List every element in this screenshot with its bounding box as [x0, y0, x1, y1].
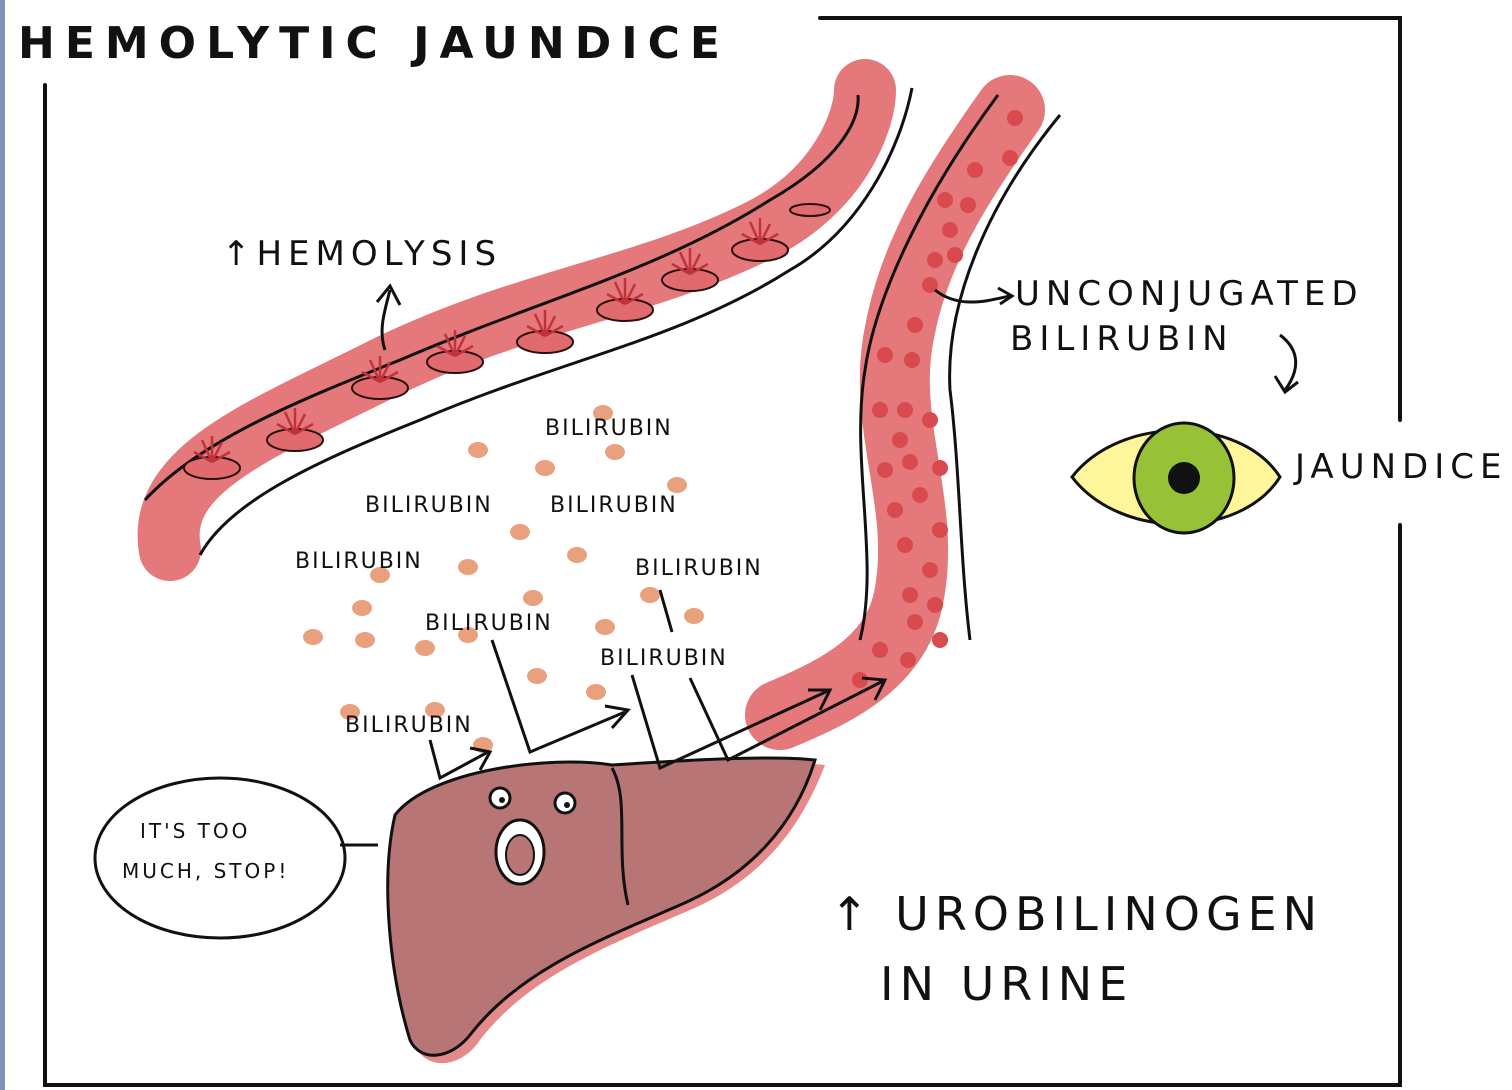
bilirubin-dot — [902, 454, 918, 470]
unconjugated-label-line1: UNCONJUGATED — [1015, 274, 1364, 314]
bilirubin-dot — [523, 590, 543, 606]
bilirubin-label: BILIRUBIN — [600, 646, 728, 671]
bilirubin-dot — [684, 608, 704, 624]
bilirubin-dot — [667, 477, 687, 493]
bilirubin-dot — [872, 402, 888, 418]
bilirubin-dot — [927, 252, 943, 268]
bilirubin-dot — [912, 487, 928, 503]
speech-bubble: IT'S TOO MUCH, STOP! — [95, 778, 378, 938]
bilirubin-dot — [927, 597, 943, 613]
bilirubin-dot — [922, 562, 938, 578]
bilirubin-dot — [1002, 150, 1018, 166]
bilirubin-dot — [942, 222, 958, 238]
hemolysis-label: ↑HEMOLYSIS — [222, 234, 502, 274]
urobilinogen-label-line2: IN URINE — [880, 957, 1133, 1011]
bilirubin-label: BILIRUBIN — [295, 549, 423, 574]
urobilinogen-label-line1: ↑ UROBILINOGEN — [830, 887, 1323, 941]
bilirubin-dot — [535, 460, 555, 476]
bilirubin-label: BILIRUBIN — [635, 556, 763, 581]
bilirubin-dot — [907, 614, 923, 630]
bilirubin-dot — [932, 632, 948, 648]
bilirubin-label: BILIRUBIN — [425, 611, 553, 636]
bilirubin-dot — [640, 587, 660, 603]
bilirubin-dot — [877, 347, 893, 363]
speech-text-line1: IT'S TOO — [140, 819, 250, 843]
bilirubin-dot — [887, 502, 903, 518]
jaundice-label: JAUNDICE — [1293, 447, 1507, 487]
unconjugated-label-line2: BILIRUBIN — [1010, 319, 1234, 359]
diagram-title: HEMOLYTIC JAUNDICE — [18, 18, 730, 69]
bilirubin-dot — [892, 432, 908, 448]
bilirubin-dot — [902, 587, 918, 603]
bilirubin-label: BILIRUBIN — [365, 493, 493, 518]
bilirubin-dot — [904, 352, 920, 368]
liver — [388, 758, 825, 1063]
bilirubin-dot — [458, 559, 478, 575]
bilirubin-dot — [922, 412, 938, 428]
bilirubin-dot — [567, 547, 587, 563]
jaundice-arrow — [1275, 335, 1298, 392]
speech-text-line2: MUCH, STOP! — [122, 859, 289, 883]
bilirubin-label: BILIRUBIN — [550, 493, 678, 518]
bilirubin-dot — [415, 640, 435, 656]
bilirubin-dot — [510, 524, 530, 540]
bilirubin-dot — [872, 642, 888, 658]
bilirubin-dot — [907, 317, 923, 333]
hemolysis-vessel — [145, 88, 912, 555]
bilirubin-dot — [303, 629, 323, 645]
bilirubin-labels: BILIRUBIN BILIRUBIN BILIRUBIN BILIRUBIN … — [295, 416, 763, 738]
bilirubin-dot — [897, 537, 913, 553]
bilirubin-dot — [877, 462, 893, 478]
bilirubin-dot — [852, 672, 868, 688]
bilirubin-dot — [960, 197, 976, 213]
bilirubin-dot — [897, 402, 913, 418]
bilirubin-label: BILIRUBIN — [345, 713, 473, 738]
rbc-hemolysing — [790, 204, 830, 216]
bilirubin-dot — [937, 192, 953, 208]
bilirubin-dot — [595, 619, 615, 635]
bilirubin-dot — [352, 600, 372, 616]
bilirubin-dot — [1007, 110, 1023, 126]
yellow-eye-icon — [1072, 423, 1280, 533]
bilirubin-label: BILIRUBIN — [545, 416, 673, 441]
bilirubin-dot — [932, 460, 948, 476]
bilirubin-dot — [932, 522, 948, 538]
bilirubin-dot — [468, 442, 488, 458]
bilirubin-dot — [900, 652, 916, 668]
bilirubin-dot — [967, 162, 983, 178]
bilirubin-dot — [605, 444, 625, 460]
bilirubin-dot — [947, 247, 963, 263]
bilirubin-dot — [355, 632, 375, 648]
bilirubin-dot — [527, 668, 547, 684]
bilirubin-dot — [586, 684, 606, 700]
